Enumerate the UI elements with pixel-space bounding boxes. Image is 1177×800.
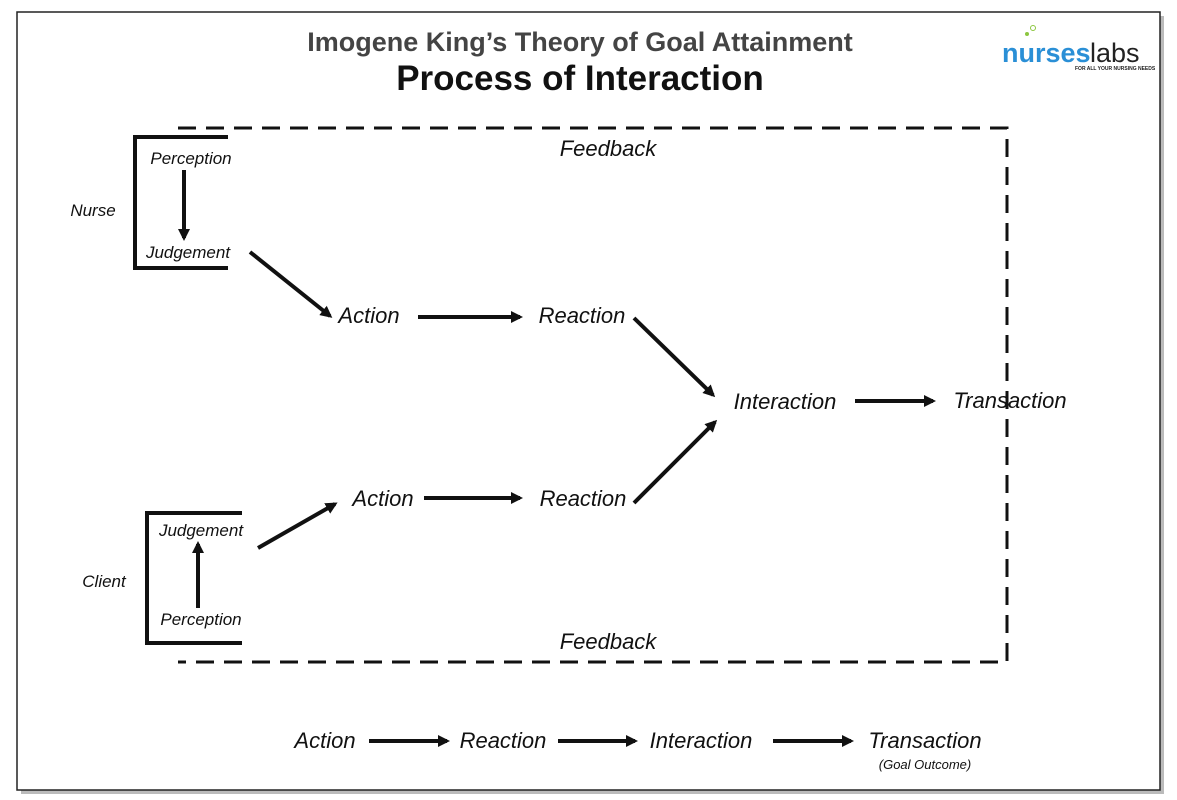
client-label: Client [82,572,127,591]
nurse-perception: Perception [150,149,231,168]
summary-step-interaction: Interaction [650,728,753,753]
client-reaction: Reaction [540,486,627,511]
frame [16,11,1161,791]
nurseslabs-logo: nurses labs FOR ALL YOUR NURSING NEEDS [1002,25,1156,72]
summary-step-action: Action [292,728,355,753]
summary-step-transaction: Transaction [868,728,981,753]
client-bracket [145,511,242,645]
summary-step-reaction: Reaction [460,728,547,753]
feedback-top: Feedback [560,136,658,161]
svg-text:labs: labs [1090,38,1140,68]
client-perception: Perception [160,610,241,629]
client-action: Action [350,486,413,511]
summary-note: (Goal Outcome) [879,757,971,772]
title: Imogene King’s Theory of Goal Attainment [307,27,853,57]
arrow-nurse-reaction-interaction [632,316,716,398]
nurse-action: Action [336,303,399,328]
transaction: Transaction [953,388,1066,413]
svg-text:FOR ALL YOUR NURSING NEEDS: FOR ALL YOUR NURSING NEEDS [1075,66,1156,72]
interaction: Interaction [734,389,837,414]
client-judgement: Judgement [158,521,244,540]
arrow-client-reaction-interaction [632,419,718,505]
nurse-bracket [133,135,228,270]
flow-arrows [178,170,936,747]
feedback-bottom: Feedback [560,629,658,654]
nurse-judgement: Judgement [145,243,231,262]
nurse-label: Nurse [70,201,115,220]
nurse-reaction: Reaction [539,303,626,328]
svg-text:nurses: nurses [1002,38,1091,68]
feedback-loop [178,126,1009,664]
subtitle: Process of Interaction [396,59,764,98]
arrow-nurse-judgement-action [248,250,333,318]
arrow-client-judgement-action [257,502,338,550]
